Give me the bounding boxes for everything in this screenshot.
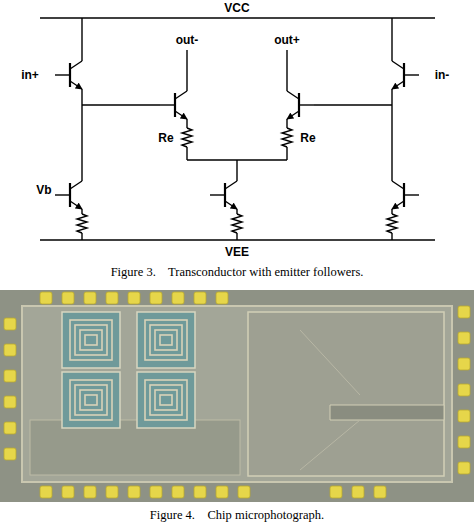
inductor-turn (150, 325, 182, 355)
inductor-turn (75, 325, 107, 355)
bond-pad (84, 292, 96, 304)
bond-pad (128, 292, 140, 304)
bond-pad (62, 486, 74, 498)
inductor-turn (150, 385, 182, 415)
bond-pad (458, 332, 470, 344)
bond-pad (4, 422, 16, 434)
inductor-turn (155, 330, 177, 350)
inductor-area (137, 312, 195, 368)
inductor-turn (160, 335, 172, 345)
inductor-area (62, 372, 120, 428)
bond-pad (216, 486, 228, 498)
inductor-turn (70, 380, 112, 420)
inductor-turn (145, 380, 187, 420)
rail-label: VCC (224, 2, 249, 14)
bond-pad (458, 358, 470, 370)
bond-pad (172, 486, 184, 498)
bond-pad (238, 486, 250, 498)
output-label: out+ (274, 34, 300, 46)
inductor-turn (80, 330, 102, 350)
bond-pad (172, 292, 184, 304)
bond-pad (458, 436, 470, 448)
bond-pad (4, 370, 16, 382)
resistor-label: Re (300, 132, 315, 144)
inductor-turn (85, 395, 97, 405)
chip-photo (0, 290, 474, 502)
bias-label: Vb (36, 184, 51, 196)
bond-pad (40, 292, 52, 304)
bond-pad (84, 486, 96, 498)
inductor-turn (75, 385, 107, 415)
bond-pad (4, 344, 16, 356)
inductor-turn (160, 395, 172, 405)
inductor-turn (70, 320, 112, 360)
bond-pad (458, 462, 470, 474)
bond-pad (4, 448, 16, 460)
inductor-turn (85, 335, 97, 345)
bond-pad (352, 486, 364, 498)
bond-pad (458, 306, 470, 318)
inductor-turn (155, 390, 177, 410)
input-label: in+ (21, 69, 39, 81)
bond-pad (4, 318, 16, 330)
bond-pad (458, 384, 470, 396)
bond-pad (330, 486, 342, 498)
bond-pad (62, 292, 74, 304)
inductor-turn (80, 390, 102, 410)
resistor-label: Re (158, 132, 173, 144)
rail-label: VEE (225, 246, 249, 258)
inductor-turn (145, 320, 187, 360)
output-label: out- (176, 34, 199, 46)
bond-pad (128, 486, 140, 498)
bond-pad (4, 396, 16, 408)
bond-pad (458, 410, 470, 422)
bond-pad (194, 486, 206, 498)
input-label: in- (435, 69, 450, 81)
figure-caption: Figure 4. Chip microphotograph. (150, 509, 324, 522)
bond-pad (374, 486, 386, 498)
bond-pad (150, 486, 162, 498)
figure-caption: Figure 3. Transconductor with emitter fo… (111, 266, 364, 279)
bond-pad (216, 292, 228, 304)
inductor-area (137, 372, 195, 428)
bond-pad (106, 292, 118, 304)
bond-pad (40, 486, 52, 498)
bond-pad (194, 292, 206, 304)
bond-pad (150, 292, 162, 304)
inductor-area (62, 312, 120, 368)
bond-pad (106, 486, 118, 498)
